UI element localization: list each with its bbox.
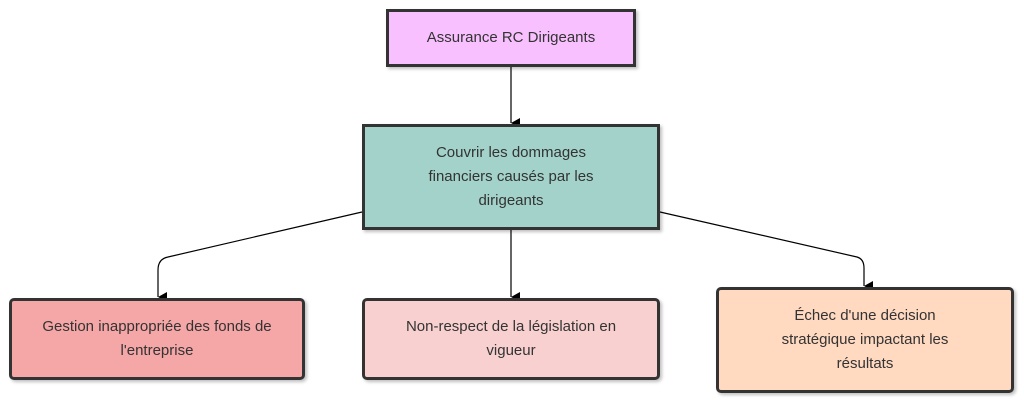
edge-mid-to-c: [659, 211, 873, 291]
node-gestion-inappropriee: Gestion inappropriée des fonds de l'entr…: [9, 298, 305, 380]
node-label: Non-respect de la législation en vigueur: [405, 318, 617, 359]
edge-mid-to-a: [157, 211, 363, 302]
node-label: Couvrir les dommages financiers causés p…: [428, 144, 594, 209]
node-echec-decision: Échec d'une décision stratégique impacta…: [716, 287, 1014, 393]
node-couvrir-dommages: Couvrir les dommages financiers causés p…: [362, 124, 660, 230]
node-assurance-rc-dirigeants: Assurance RC Dirigeants: [386, 9, 636, 67]
node-label: Gestion inappropriée des fonds de l'entr…: [42, 318, 272, 359]
node-label: Échec d'une décision stratégique impacta…: [781, 307, 949, 372]
node-non-respect-legislation: Non-respect de la législation en vigueur: [362, 298, 660, 380]
node-label: Assurance RC Dirigeants: [426, 29, 596, 46]
